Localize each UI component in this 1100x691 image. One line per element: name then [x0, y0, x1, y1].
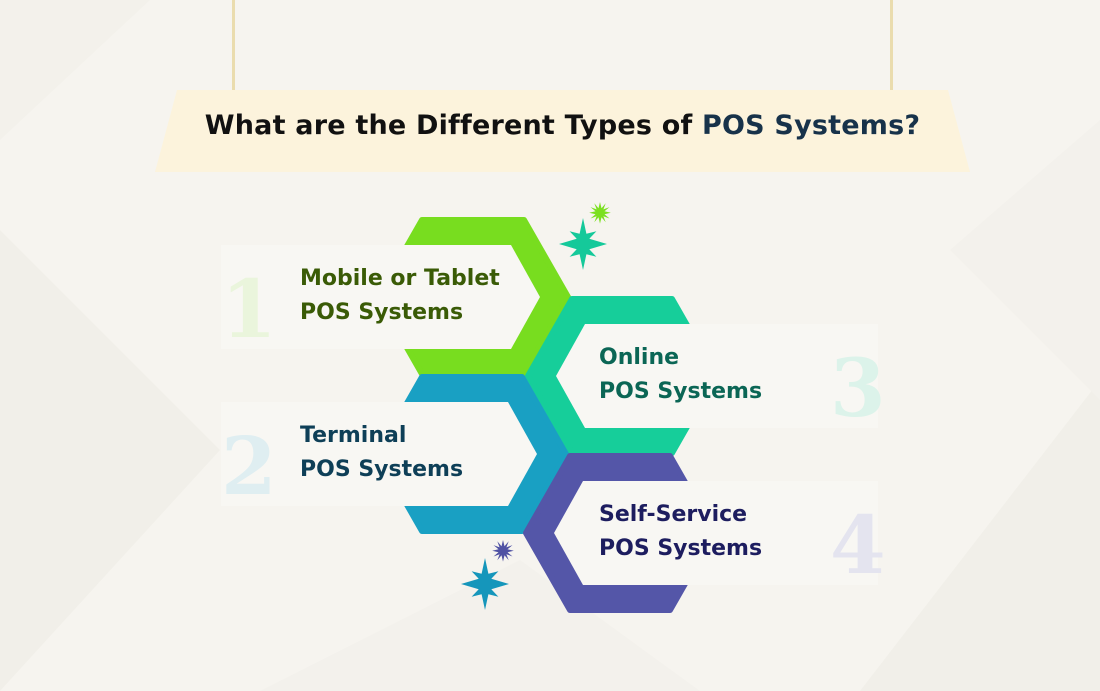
pos-type-card-2: 2 Terminal POS Systems — [221, 402, 537, 506]
item-number: 2 — [221, 419, 277, 513]
star-burst-icon — [492, 540, 514, 562]
star-burst-icon — [589, 202, 611, 224]
card-background — [556, 324, 878, 428]
item-title-line2: POS Systems — [599, 536, 763, 561]
item-title-line2: POS Systems — [300, 300, 464, 325]
card-background — [221, 245, 540, 349]
item-title-line1: Mobile or Tablet — [300, 266, 500, 291]
star-burst-icon — [461, 558, 509, 610]
star-burst-icon — [559, 218, 607, 270]
card-background — [221, 402, 537, 506]
page-title: What are the Different Types of POS Syst… — [204, 110, 921, 141]
title-banner — [155, 90, 970, 172]
item-title-line2: POS Systems — [300, 457, 464, 482]
item-number: 4 — [830, 498, 886, 592]
item-title-line1: Online — [599, 345, 680, 370]
item-title-line1: Self-Service — [599, 502, 748, 527]
item-number: 1 — [221, 262, 277, 356]
pos-type-card-3: 3 Online POS Systems — [556, 324, 886, 428]
card-background — [554, 481, 878, 585]
pos-type-card-4: 4 Self-Service POS Systems — [554, 481, 886, 585]
item-title-line1: Terminal — [300, 423, 407, 448]
hanging-string-right — [890, 0, 893, 92]
hanging-string-left — [232, 0, 235, 92]
pos-type-card-1: 1 Mobile or Tablet POS Systems — [221, 245, 540, 349]
item-title-line2: POS Systems — [599, 379, 763, 404]
item-number: 3 — [830, 341, 886, 435]
